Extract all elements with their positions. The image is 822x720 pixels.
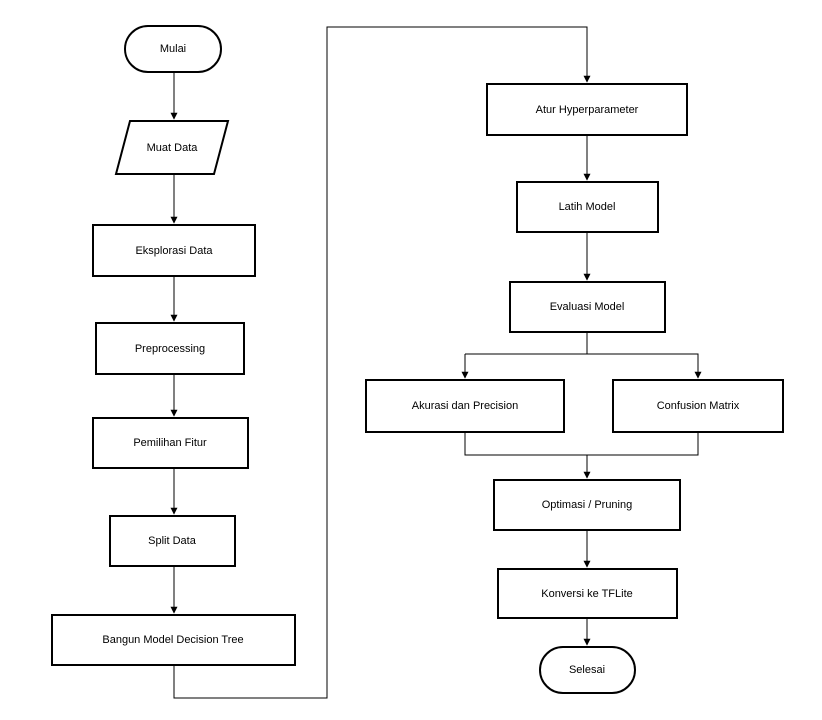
connectors bbox=[170, 26, 702, 699]
process-shape bbox=[612, 379, 784, 433]
edge-evaluasi-model-confusion-matrix bbox=[587, 353, 702, 379]
process-shape bbox=[365, 379, 565, 433]
node-preprocessing: Preprocessing bbox=[95, 322, 245, 375]
node-bangun-model: Bangun Model Decision Tree bbox=[51, 614, 296, 666]
node-confusion-matrix: Confusion Matrix bbox=[612, 379, 784, 433]
edge-evaluasi-model-split bbox=[465, 332, 588, 355]
process-shape bbox=[95, 322, 245, 375]
process-shape bbox=[509, 281, 666, 333]
process-shape bbox=[497, 568, 678, 619]
node-label: Pemilihan Fitur bbox=[133, 437, 207, 449]
process-shape bbox=[486, 83, 688, 136]
process-shape bbox=[92, 224, 256, 277]
process-shape bbox=[92, 417, 249, 469]
process-shape bbox=[51, 614, 296, 666]
node-mulai: Mulai bbox=[124, 25, 222, 73]
node-latih-model: Latih Model bbox=[516, 181, 659, 233]
node-label: Optimasi / Pruning bbox=[542, 499, 632, 511]
edge-merge-to-optimasi bbox=[464, 432, 699, 456]
node-label: Akurasi dan Precision bbox=[412, 400, 518, 412]
node-label: Muat Data bbox=[147, 142, 199, 154]
node-label: Confusion Matrix bbox=[657, 400, 740, 412]
node-split-data: Split Data bbox=[109, 515, 236, 567]
node-label: Selesai bbox=[569, 664, 605, 676]
node-konversi-tflite: Konversi ke TFLite bbox=[497, 568, 678, 619]
terminator-shape bbox=[124, 25, 222, 73]
node-selesai: Selesai bbox=[539, 646, 636, 694]
node-label: Eksplorasi Data bbox=[135, 245, 213, 257]
parallelogram-shape bbox=[114, 120, 230, 175]
node-label: Atur Hyperparameter bbox=[536, 104, 639, 116]
process-shape bbox=[493, 479, 681, 531]
node-label: Evaluasi Model bbox=[550, 301, 625, 313]
node-label: Konversi ke TFLite bbox=[541, 588, 633, 600]
node-akurasi-precision: Akurasi dan Precision bbox=[365, 379, 565, 433]
edge-bangun-model-atur-hyperparameter bbox=[173, 26, 591, 699]
node-evaluasi-model: Evaluasi Model bbox=[509, 281, 666, 333]
process-shape bbox=[516, 181, 659, 233]
node-label: Bangun Model Decision Tree bbox=[102, 634, 243, 646]
node-muat-data: Muat Data bbox=[114, 120, 230, 175]
node-label: Latih Model bbox=[559, 201, 616, 213]
node-atur-hyperparameter: Atur Hyperparameter bbox=[486, 83, 688, 136]
node-eksplorasi-data: Eksplorasi Data bbox=[92, 224, 256, 277]
node-label: Preprocessing bbox=[135, 343, 205, 355]
terminator-shape bbox=[539, 646, 636, 694]
node-label: Mulai bbox=[160, 43, 186, 55]
node-optimasi-pruning: Optimasi / Pruning bbox=[493, 479, 681, 531]
node-pemilihan-fitur: Pemilihan Fitur bbox=[92, 417, 249, 469]
process-shape bbox=[109, 515, 236, 567]
node-label: Split Data bbox=[148, 535, 197, 547]
